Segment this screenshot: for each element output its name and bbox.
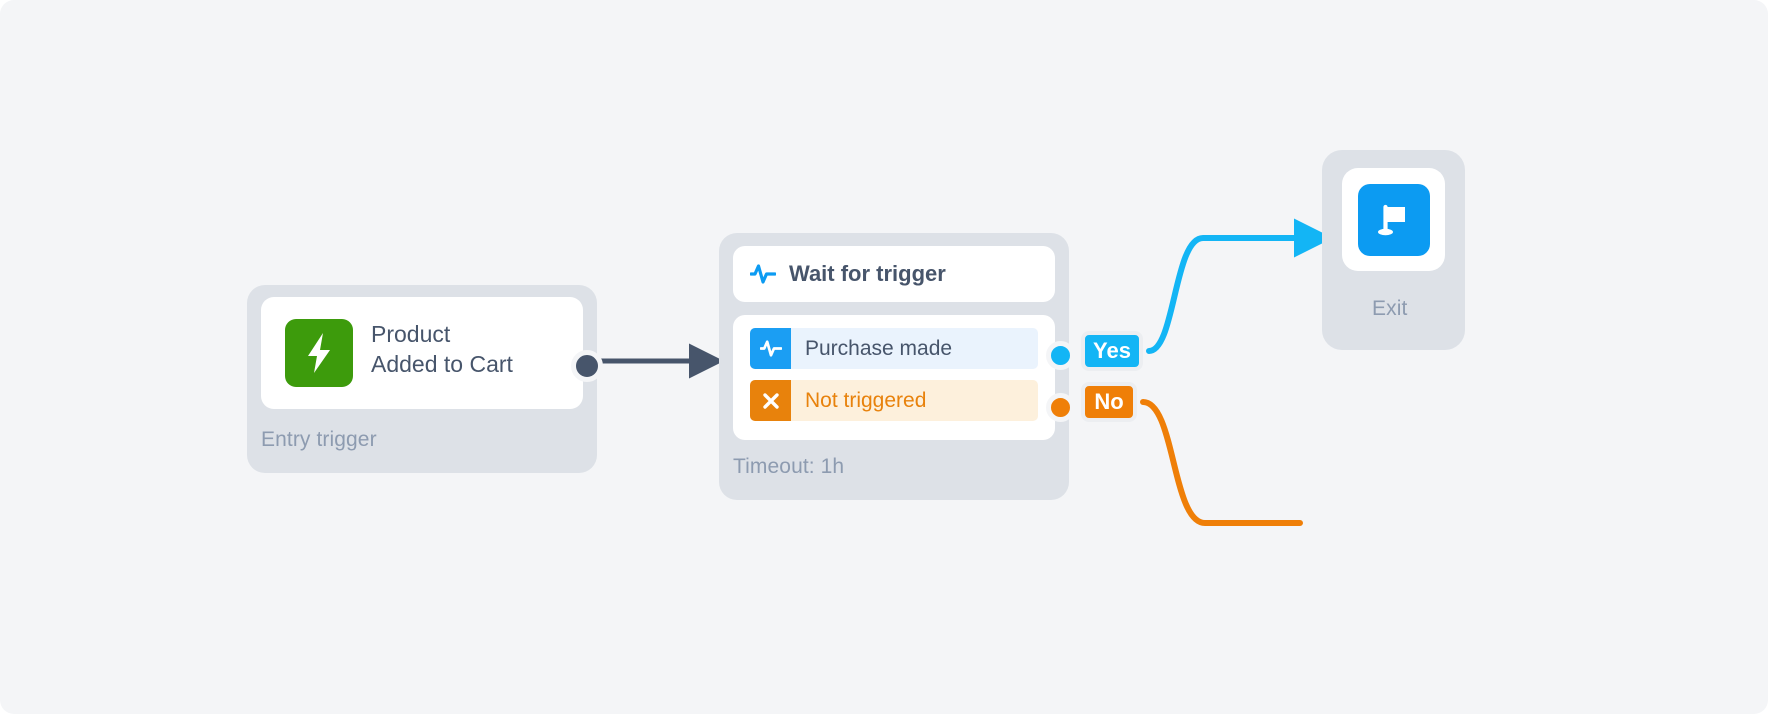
- wait-for-trigger-caption: Timeout: 1h: [733, 455, 845, 478]
- branch-list: Purchase made Not triggered: [733, 315, 1055, 440]
- edge-no-outgoing: [1140, 399, 1303, 526]
- branch-output-connector-no[interactable]: [1046, 393, 1075, 422]
- wait-for-trigger-label: Wait for trigger: [789, 261, 946, 286]
- branch-badge-no[interactable]: No: [1081, 382, 1137, 422]
- entry-trigger-title-line1: Product: [371, 321, 451, 347]
- edge-yes-to-exit: [1146, 218, 1333, 354]
- branch-row-purchase-made[interactable]: Purchase made: [750, 328, 1038, 369]
- entry-trigger-card[interactable]: Product Added to Cart: [261, 297, 583, 409]
- wait-for-trigger-header[interactable]: Wait for trigger: [733, 246, 1055, 302]
- branch-label-purchase-made: Purchase made: [805, 336, 953, 360]
- activity-pulse-icon: [750, 328, 791, 369]
- branch-badge-yes[interactable]: Yes: [1081, 331, 1143, 371]
- activity-pulse-icon: [750, 261, 776, 287]
- flag-icon: [1357, 183, 1430, 256]
- entry-trigger-title: Product Added to Cart: [371, 319, 571, 379]
- exit-node-caption: Exit: [1372, 297, 1408, 320]
- exit-node-card[interactable]: [1342, 168, 1445, 271]
- entry-trigger-title-line2: Added to Cart: [371, 351, 513, 377]
- branch-output-connector-yes[interactable]: [1046, 341, 1075, 370]
- entry-output-connector[interactable]: [571, 350, 603, 382]
- close-x-icon: [750, 380, 791, 421]
- entry-trigger-node[interactable]: Product Added to Cart: [247, 285, 597, 473]
- wait-for-trigger-node[interactable]: Wait for trigger Purchase made Not trigg…: [719, 233, 1069, 500]
- branch-label-not-triggered: Not triggered: [805, 388, 927, 412]
- entry-trigger-caption: Entry trigger: [261, 428, 377, 451]
- branch-row-not-triggered[interactable]: Not triggered: [750, 380, 1038, 421]
- lightning-bolt-icon: [285, 319, 353, 387]
- exit-node[interactable]: [1322, 150, 1465, 350]
